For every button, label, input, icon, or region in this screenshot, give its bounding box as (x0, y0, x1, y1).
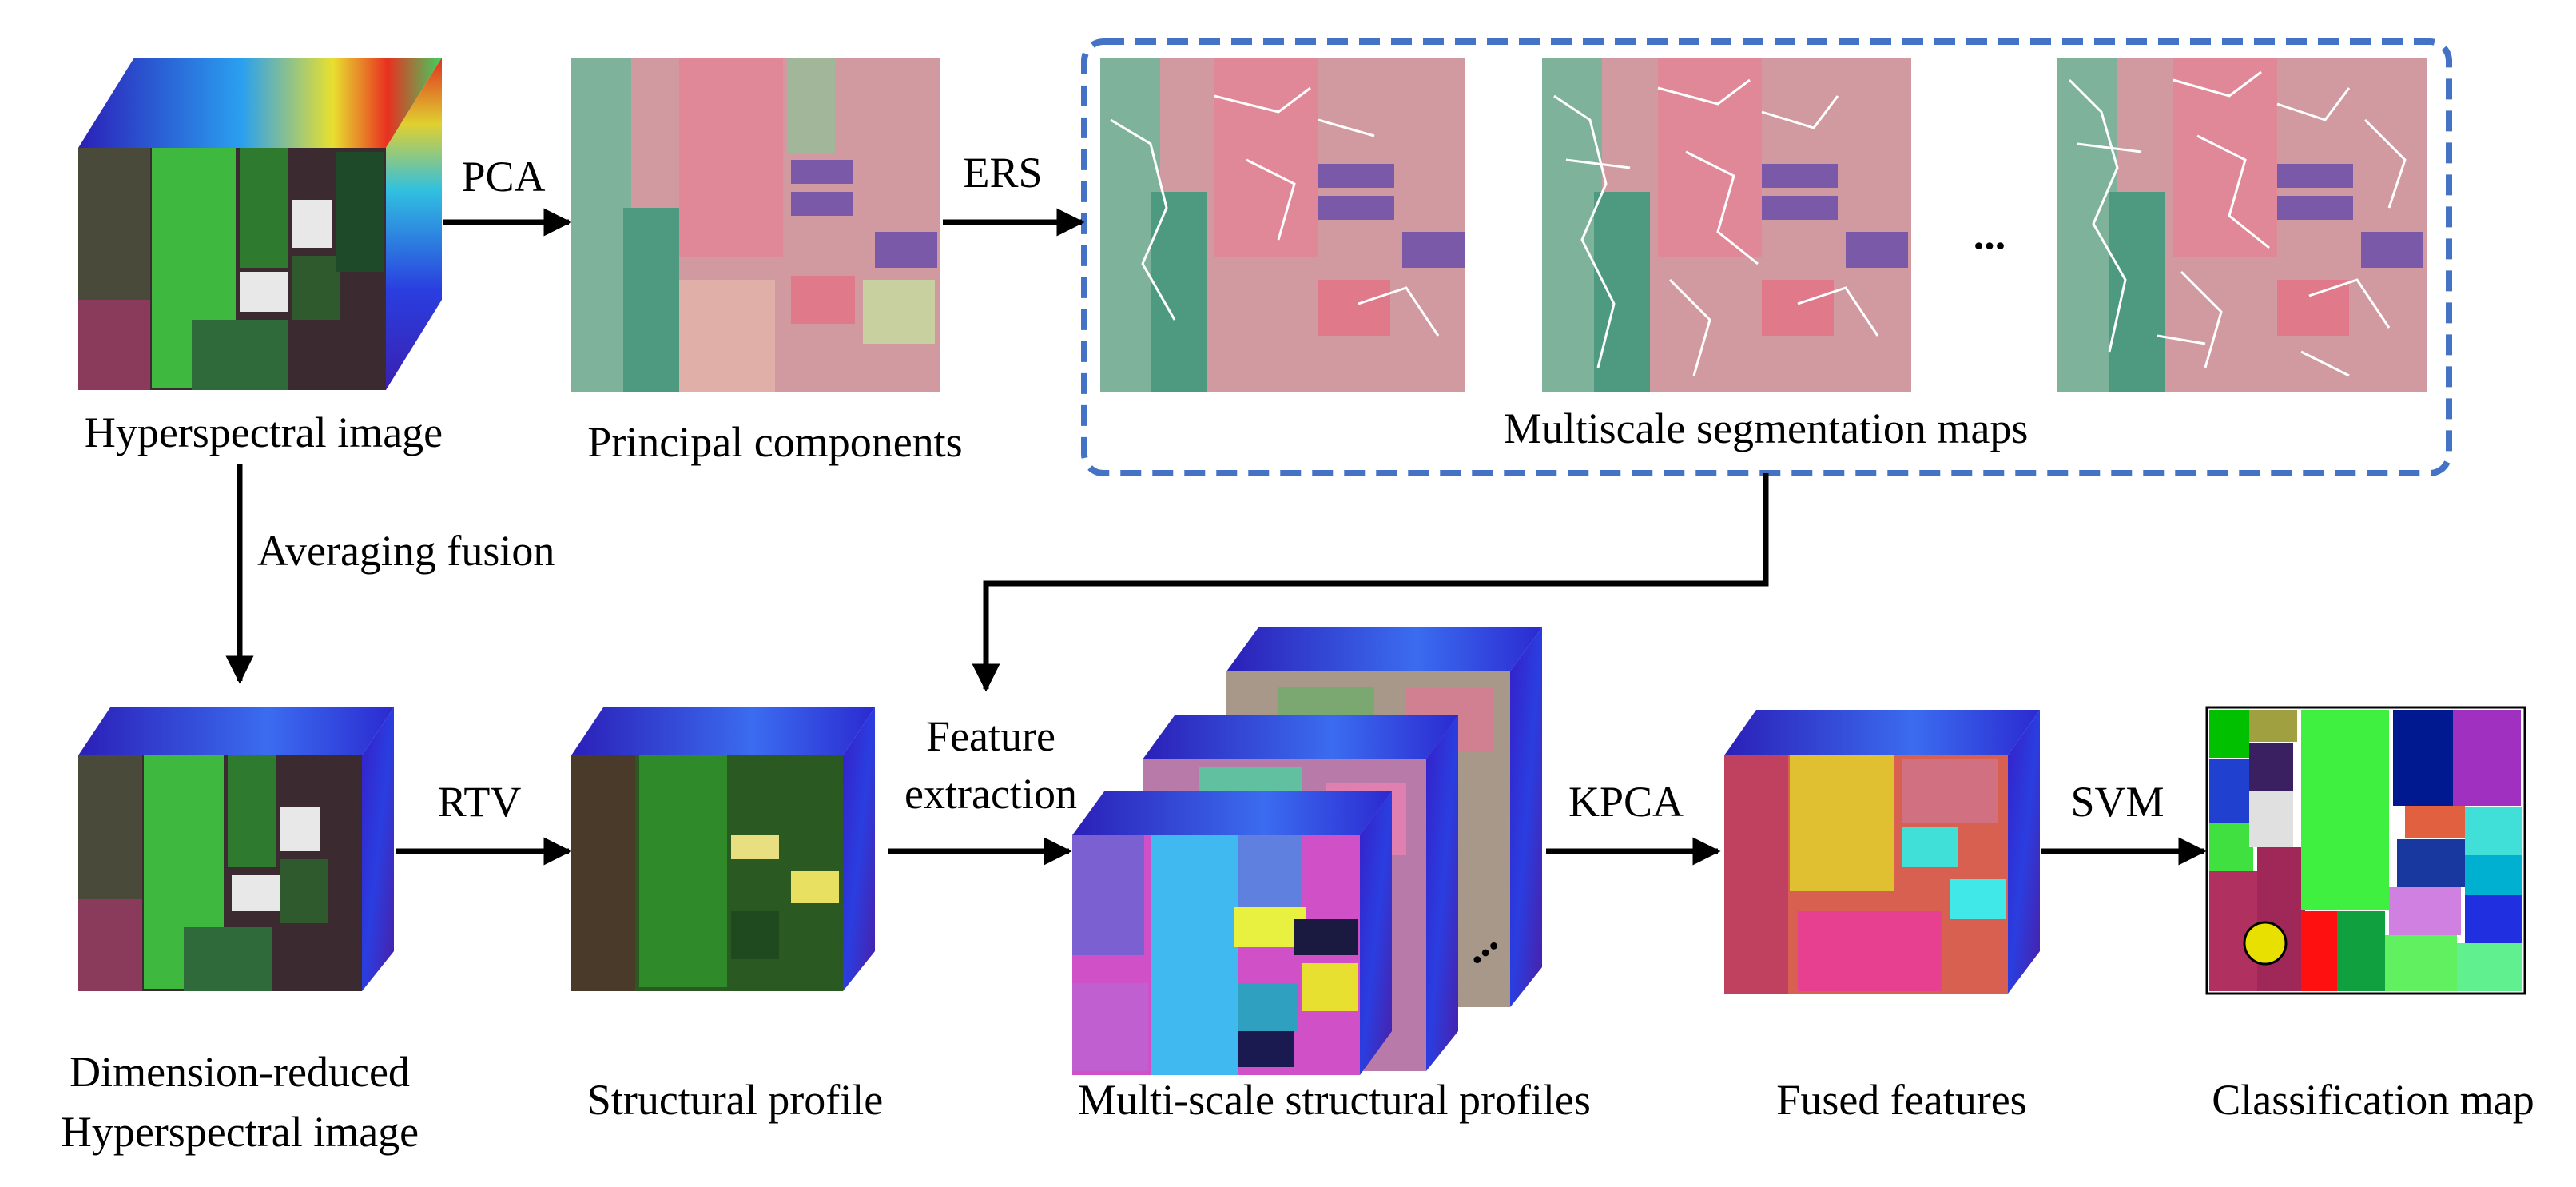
label-multi-scale-structural-profiles: Multi-scale structural profiles (1078, 1076, 1591, 1124)
label-pca: PCA (461, 153, 546, 201)
fused-features-cube (1724, 710, 2040, 994)
label-svm: SVM (2070, 778, 2165, 826)
label-principal-components: Principal components (587, 418, 963, 466)
dimension-reduced-cube (78, 707, 394, 991)
label-fused-features: Fused features (1776, 1076, 2027, 1124)
principal-components-image (571, 58, 940, 392)
segmentation-map-2 (1542, 58, 1911, 392)
hyperspectral-image-cube (78, 58, 442, 390)
label-ers: ERS (963, 149, 1043, 197)
label-dim-reduced-line2: Hyperspectral image (60, 1108, 419, 1156)
label-dim-reduced-line1: Dimension-reduced (70, 1048, 410, 1096)
label-feature-extraction-line1: Feature (926, 712, 1055, 760)
label-averaging-fusion: Averaging fusion (257, 527, 555, 575)
arrow-segmentation-to-extraction (972, 473, 1769, 692)
segmentation-map-3 (2057, 58, 2427, 392)
multiscale-profiles-stack (1072, 627, 1542, 1075)
label-feature-extraction-line2: extraction (904, 770, 1077, 818)
classification-map (2205, 706, 2526, 995)
label-multiscale-segmentation-maps: Multiscale segmentation maps (1503, 404, 2029, 452)
label-structural-profile: Structural profile (586, 1076, 884, 1124)
structural-profile-cube (571, 707, 875, 991)
label-top-ellipsis: ... (1973, 210, 2006, 258)
label-rtv: RTV (437, 778, 522, 826)
segmentation-map-1 (1100, 58, 1465, 392)
label-kpca: KPCA (1568, 778, 1684, 826)
label-hyperspectral-image: Hyperspectral image (84, 408, 443, 456)
label-classification-map: Classification map (2212, 1076, 2534, 1124)
